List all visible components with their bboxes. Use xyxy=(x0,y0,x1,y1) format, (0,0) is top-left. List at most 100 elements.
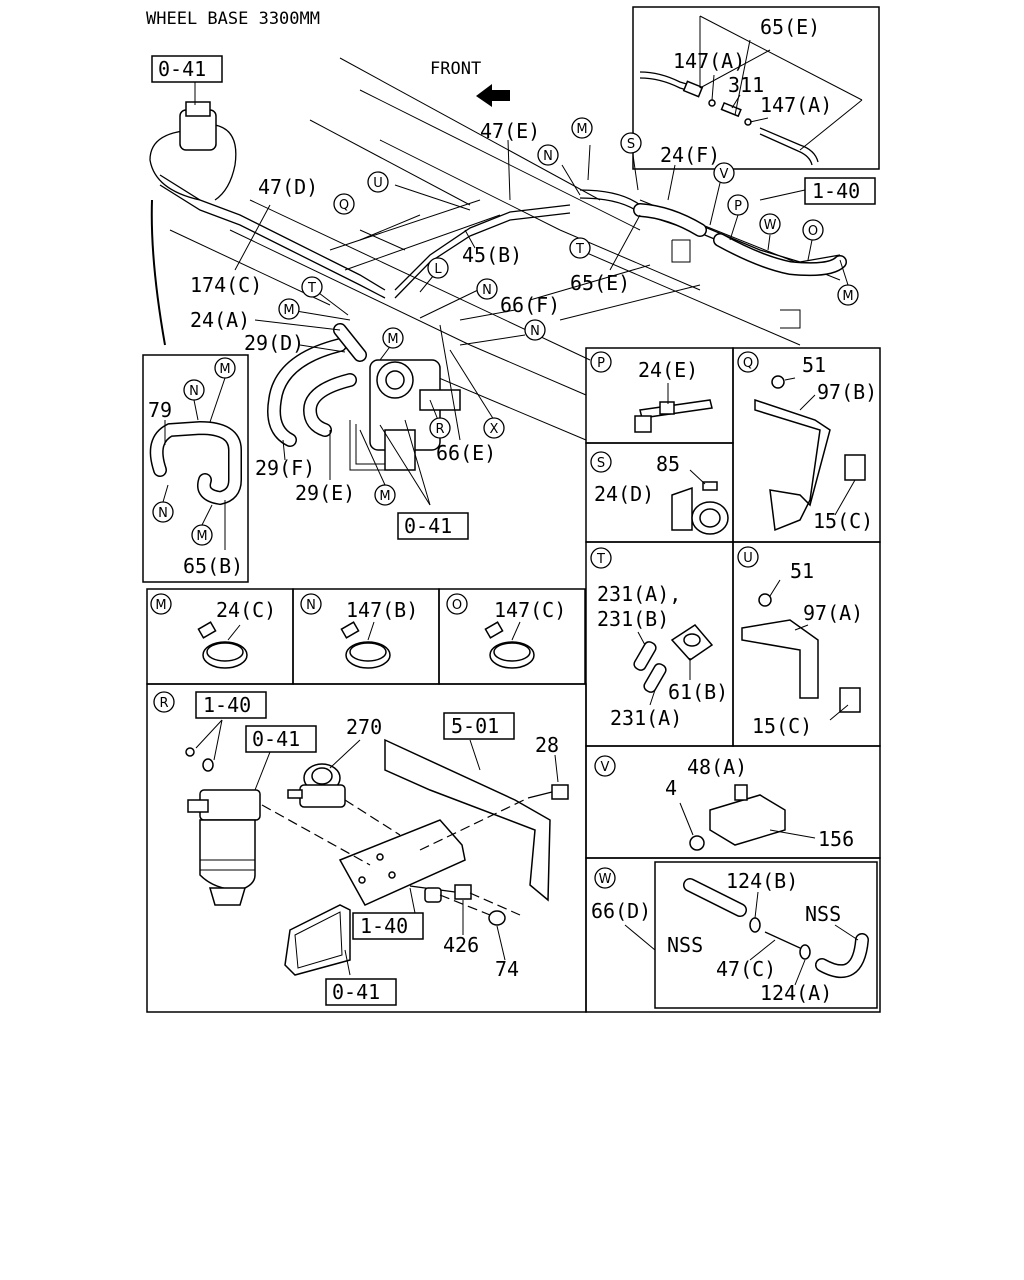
callout-M-5: M xyxy=(374,484,396,506)
label-24A: 24(A) xyxy=(190,308,250,332)
label-66F: 66(F) xyxy=(500,293,560,317)
panel-R xyxy=(146,683,587,1013)
ref-box-1-40-b[interactable] xyxy=(195,691,267,719)
ref-0-41-a[interactable]: 0-41 xyxy=(158,57,206,81)
callout-N-2: N xyxy=(476,278,498,300)
ref-box-0-41-b[interactable] xyxy=(397,512,469,540)
hose-icon-W xyxy=(683,878,869,986)
bolts-icon-R xyxy=(409,754,569,961)
label-29D: 29(D) xyxy=(244,331,304,355)
svg-text:P: P xyxy=(734,199,742,214)
label-66D: 66(D) xyxy=(591,899,651,923)
label-29E: 29(E) xyxy=(295,481,355,505)
bracket-icon-U xyxy=(741,579,861,721)
ref-box-0-41-a[interactable] xyxy=(151,55,223,83)
callout-N-3: N xyxy=(524,319,546,341)
ref-0-41-b[interactable]: 0-41 xyxy=(404,514,452,538)
svg-text:N: N xyxy=(543,149,553,164)
ref-0-41-d[interactable]: 0-41 xyxy=(332,980,380,1004)
label-24D: 24(D) xyxy=(594,482,654,506)
svg-text:V: V xyxy=(601,760,610,775)
ref-box-1-40-c[interactable] xyxy=(352,912,424,940)
callout-N-L2: N xyxy=(152,501,174,523)
hose-clamp-icon-N xyxy=(340,621,391,669)
svg-text:M: M xyxy=(283,303,294,318)
callout-Q-1: Q xyxy=(333,193,355,215)
label-29F: 29(F) xyxy=(255,456,315,480)
callout-V-1: V xyxy=(713,162,735,184)
hose-clamp-icon-O xyxy=(484,621,535,669)
svg-text:O: O xyxy=(808,224,818,239)
callout-M-P: M xyxy=(150,593,172,615)
label-65E: 65(E) xyxy=(570,271,630,295)
label-85: 85 xyxy=(656,452,680,476)
ref-0-41-c[interactable]: 0-41 xyxy=(252,727,300,751)
svg-text:Q: Q xyxy=(339,198,349,213)
callout-T-2: T xyxy=(301,276,323,298)
label-NSS-1: NSS xyxy=(805,902,841,926)
label-74: 74 xyxy=(495,957,519,981)
label-156: 156 xyxy=(818,827,854,851)
fuel-lines xyxy=(149,124,841,299)
ref-1-40-b[interactable]: 1-40 xyxy=(203,693,251,717)
callout-M-1: M xyxy=(571,117,593,139)
label-147A-1: 147(A) xyxy=(673,49,745,73)
callout-W-P: W xyxy=(594,867,616,889)
callout-P-1: P xyxy=(727,194,749,216)
svg-text:M: M xyxy=(576,122,587,137)
callout-M-4: M xyxy=(382,327,404,349)
svg-text:U: U xyxy=(373,176,383,191)
clip-icon-P xyxy=(634,383,713,433)
label-231B: 231(B) xyxy=(597,607,669,631)
label-66E: 66(E) xyxy=(436,441,496,465)
ref-box-1-40-a[interactable] xyxy=(804,177,876,205)
ref-box-0-41-c[interactable] xyxy=(245,725,317,753)
ref-box-0-41-d[interactable] xyxy=(325,978,397,1006)
label-NSS-2: NSS xyxy=(667,933,703,957)
svg-text:M: M xyxy=(219,362,230,377)
label-51-U: 51 xyxy=(790,559,814,583)
svg-text:L: L xyxy=(434,262,442,277)
label-15C-U: 15(C) xyxy=(752,714,812,738)
callout-O-1: O xyxy=(802,219,824,241)
callout-W-1: W xyxy=(759,213,781,235)
panel-left-hose xyxy=(142,354,249,583)
mounting-bracket-icon-R xyxy=(284,738,551,976)
label-15C-Q: 15(C) xyxy=(813,509,873,533)
label-65B: 65(B) xyxy=(183,554,243,578)
ref-5-01[interactable]: 5-01 xyxy=(451,714,499,738)
label-426: 426 xyxy=(443,933,479,957)
label-65E-top: 65(E) xyxy=(760,15,820,39)
svg-text:N: N xyxy=(306,598,316,613)
label-51-Q: 51 xyxy=(802,353,826,377)
svg-text:R: R xyxy=(159,696,168,711)
svg-text:M: M xyxy=(387,332,398,347)
label-24C: 24(C) xyxy=(216,598,276,622)
ref-1-40-c[interactable]: 1-40 xyxy=(360,914,408,938)
ref-1-40-a[interactable]: 1-40 xyxy=(812,179,860,203)
inset-clip-detail xyxy=(632,6,880,170)
label-270: 270 xyxy=(346,715,382,739)
svg-text:T: T xyxy=(596,552,605,567)
label-147A-2: 147(A) xyxy=(760,93,832,117)
front-label: FRONT xyxy=(430,59,481,79)
callout-U-P: U xyxy=(737,546,759,568)
label-231A: 231(A) xyxy=(610,706,682,730)
label-47E: 47(E) xyxy=(480,119,540,143)
callout-S-1: S xyxy=(620,132,642,154)
clip-icon-V xyxy=(679,784,816,851)
label-47C: 47(C) xyxy=(716,957,776,981)
svg-text:Q: Q xyxy=(743,356,753,371)
callout-L-1: L xyxy=(427,257,449,279)
label-147C: 147(C) xyxy=(494,598,566,622)
svg-text:M: M xyxy=(155,598,166,613)
ref-box-5-01[interactable] xyxy=(443,712,515,740)
callout-S-P: S xyxy=(590,451,612,473)
hose-clamp-icon-M xyxy=(197,621,248,669)
svg-text:M: M xyxy=(196,529,207,544)
callout-O-P: O xyxy=(446,593,468,615)
label-124A: 124(A) xyxy=(760,981,832,1005)
svg-text:W: W xyxy=(599,872,612,887)
svg-text:M: M xyxy=(379,489,390,504)
svg-text:O: O xyxy=(452,598,462,613)
